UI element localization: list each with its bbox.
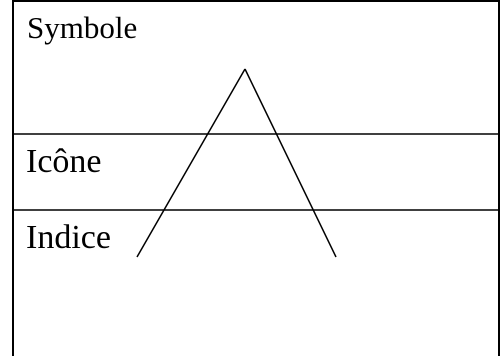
frame-outline — [12, 0, 500, 356]
label-symbole: Symbole — [27, 10, 138, 45]
triangle-right-leg — [244, 68, 337, 258]
label-icone: Icône — [26, 143, 102, 180]
triangle-left-leg — [136, 68, 246, 258]
label-indice: Indice — [26, 219, 111, 256]
